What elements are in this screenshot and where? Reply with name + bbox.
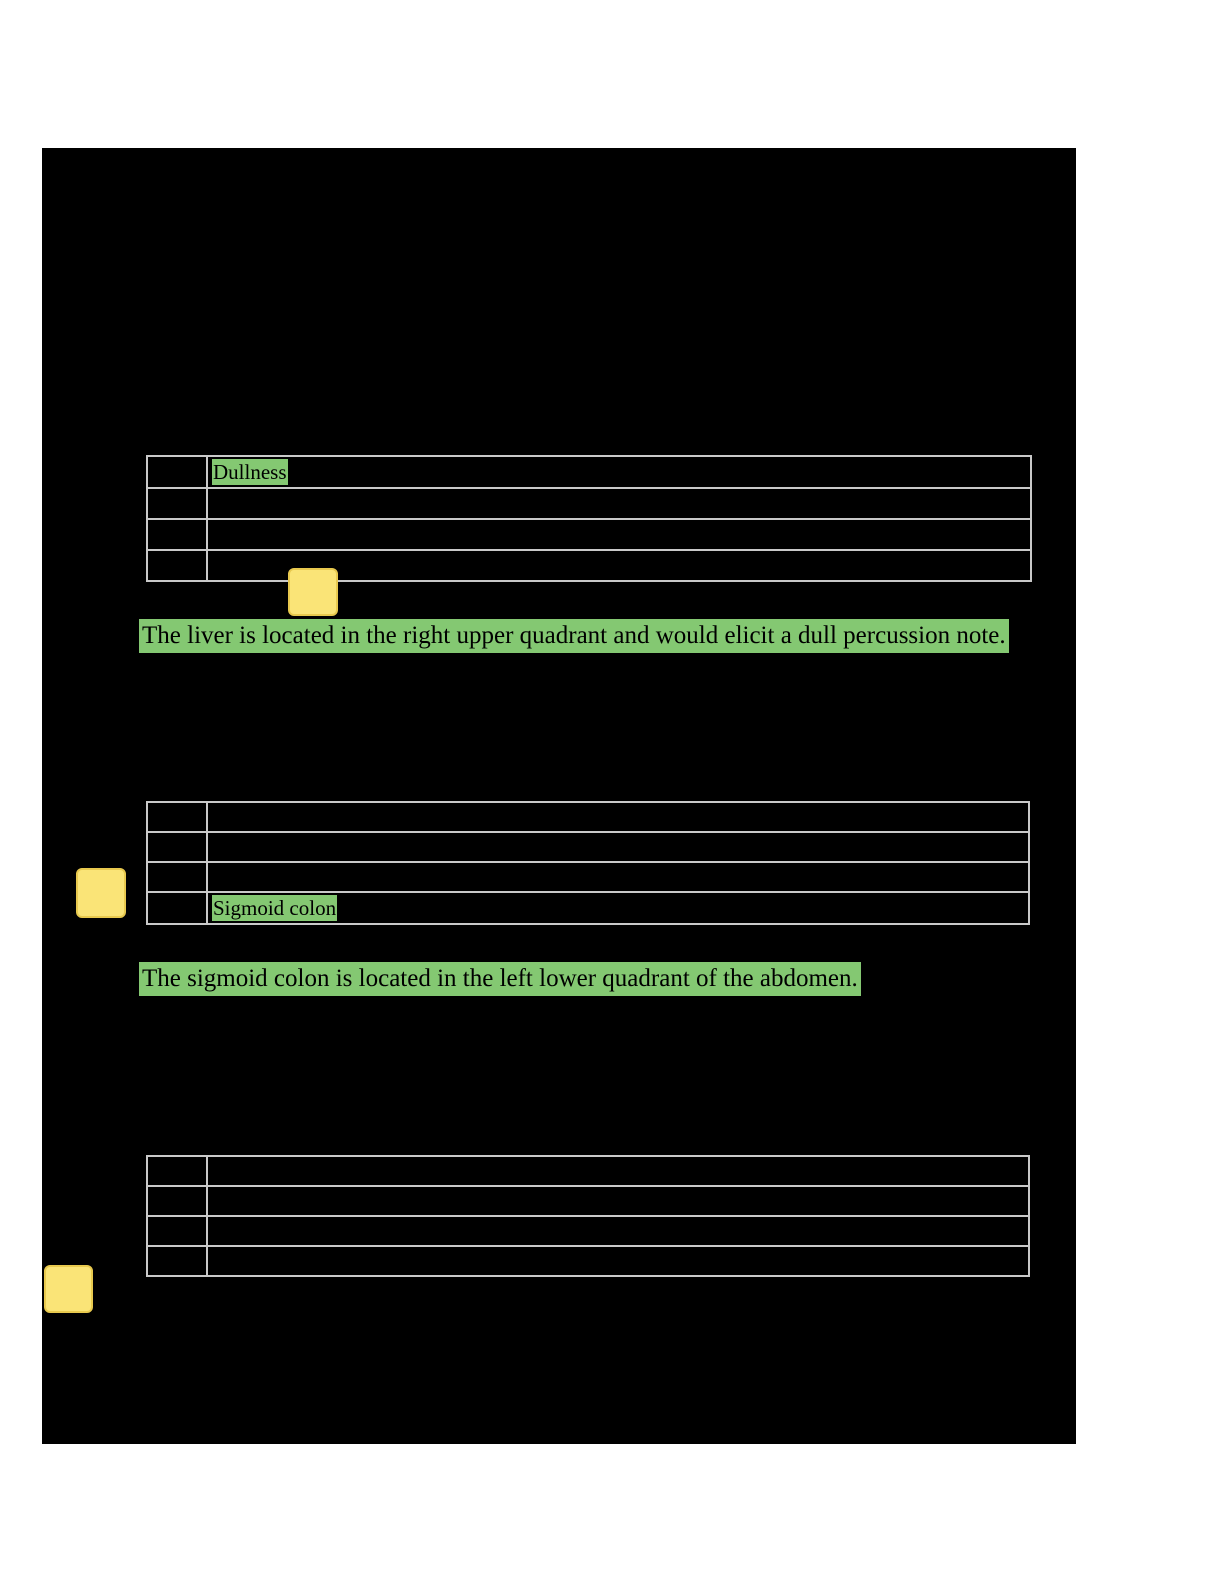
table-row[interactable] (146, 1215, 1030, 1247)
table-row[interactable] (146, 1155, 1030, 1187)
table-cell-option-marker[interactable] (146, 1215, 208, 1247)
table-row[interactable] (146, 1185, 1030, 1217)
sticky-note-marker-one[interactable] (288, 568, 338, 616)
table-cell-option-marker[interactable] (146, 1155, 208, 1187)
table-cell-option-marker[interactable] (146, 801, 208, 833)
table-row[interactable] (146, 487, 1032, 521)
table-row[interactable] (146, 861, 1030, 893)
table-cell-option-marker[interactable] (146, 454, 208, 490)
table-cell-answer[interactable] (206, 487, 1032, 521)
table-cell-option-marker[interactable] (146, 861, 208, 893)
table-row[interactable]: Dullness (146, 454, 1032, 490)
table-cell-answer[interactable] (206, 1215, 1030, 1247)
table-cell-option-marker[interactable] (146, 518, 208, 552)
table-cell-option-marker[interactable] (146, 1185, 208, 1217)
table-row[interactable] (146, 549, 1032, 583)
table-cell-option-marker[interactable] (146, 890, 208, 926)
third-table (146, 1155, 1030, 1277)
table-row[interactable] (146, 831, 1030, 863)
table-cell-answer[interactable] (206, 518, 1032, 552)
table-cell-answer[interactable] (206, 801, 1030, 833)
table-row[interactable] (146, 801, 1030, 833)
table-row[interactable]: Sigmoid colon (146, 890, 1030, 926)
table-cell-answer[interactable]: Sigmoid colon (206, 890, 1030, 926)
explanation-liver: The liver is located in the right upper … (139, 619, 1009, 653)
table-cell-answer[interactable] (206, 1155, 1030, 1187)
table-cell-option-marker[interactable] (146, 1245, 208, 1277)
table-cell-answer[interactable] (206, 1185, 1030, 1217)
table-cell-option-marker[interactable] (146, 831, 208, 863)
quadrant-table: Sigmoid colon (146, 801, 1030, 926)
table-cell-option-marker[interactable] (146, 549, 208, 583)
sticky-note-marker-three[interactable] (44, 1265, 93, 1313)
table-cell-answer[interactable] (206, 1245, 1030, 1277)
table-cell-option-marker[interactable] (146, 487, 208, 521)
table-cell-answer[interactable]: Dullness (206, 454, 1032, 490)
table-row[interactable] (146, 1245, 1030, 1277)
table-cell-answer[interactable] (206, 549, 1032, 583)
table-cell-answer[interactable] (206, 861, 1030, 893)
highlighted-answer-dullness: Dullness (212, 459, 288, 486)
percussion-note-table: Dullness (146, 454, 1032, 583)
table-cell-answer[interactable] (206, 831, 1030, 863)
table-row[interactable] (146, 518, 1032, 552)
highlighted-answer-sigmoid-colon: Sigmoid colon (212, 895, 338, 922)
explanation-sigmoid-colon: The sigmoid colon is located in the left… (139, 962, 861, 996)
sticky-note-marker-two[interactable] (76, 868, 126, 918)
